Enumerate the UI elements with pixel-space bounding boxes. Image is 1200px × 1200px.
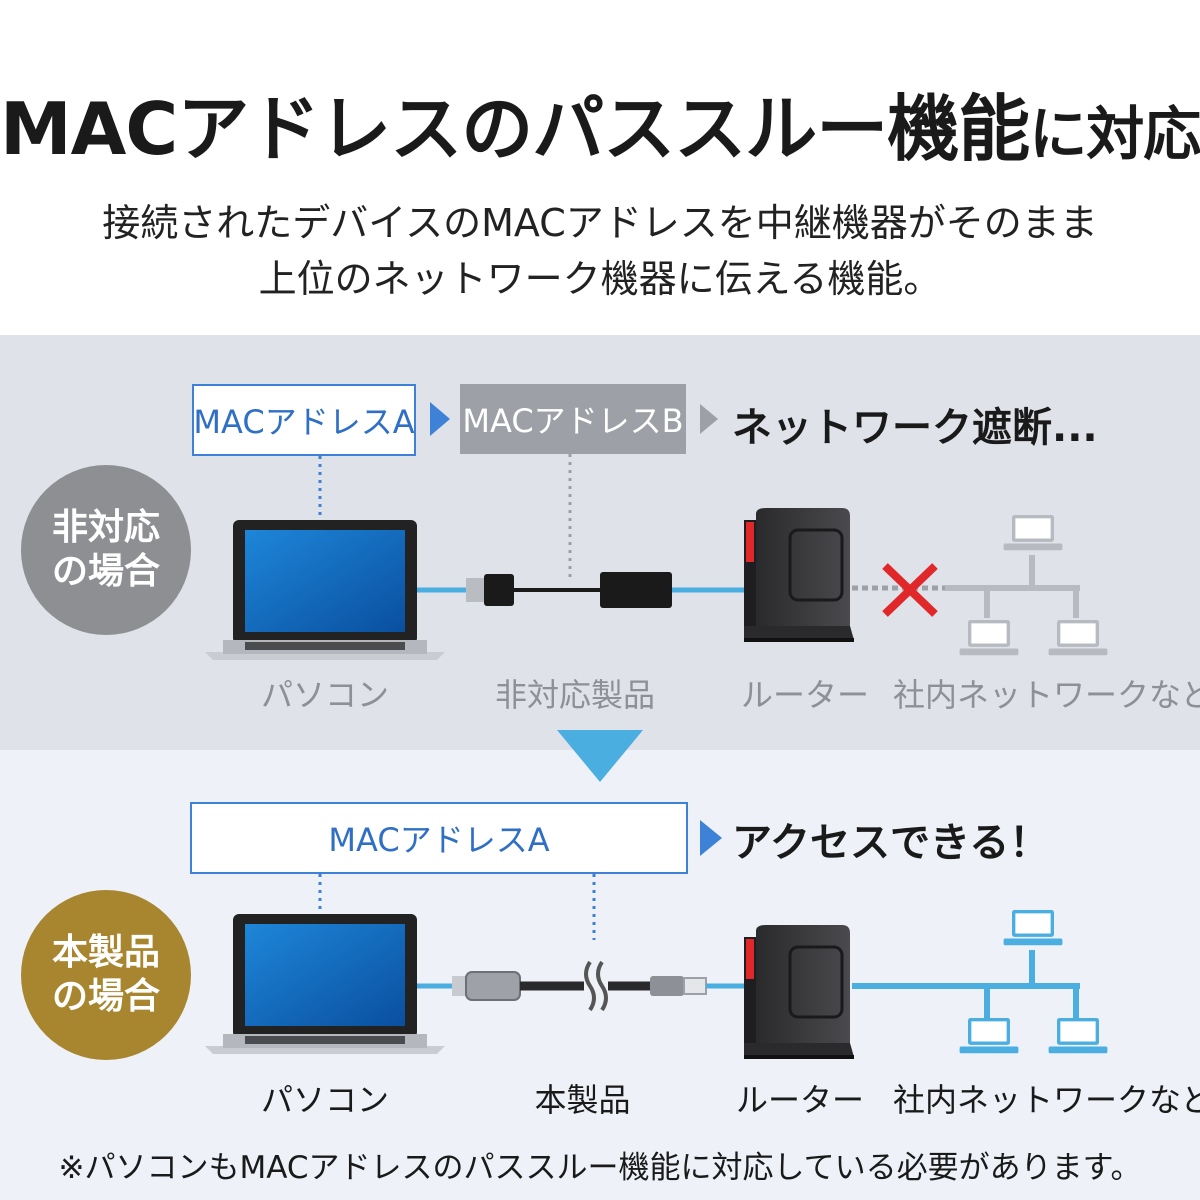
unsupported-result: ネットワーク遮断... [732,405,1098,451]
top-connector [484,574,514,606]
arrow-down-icon [557,730,643,782]
label-device-bottom: 本製品 [534,1081,631,1119]
supported-badge-line-1: 本製品 [51,932,160,973]
mac-address-shared-box: MACアドレスA [190,802,688,874]
router-icon [744,925,854,1061]
label-network-bottom: 社内ネットワークなど [893,1081,1200,1119]
bottom-lan-connector [650,976,684,996]
footnote: ※パソコンもMACアドレスのパススルー機能に対応している必要があります。 [58,1150,1142,1186]
bottom-connector [465,971,521,1001]
unsupported-badge-line-2: の場合 [51,551,160,592]
arrow-right-icon [700,820,722,856]
top-adapter [600,572,672,608]
label-pc-bottom: パソコン [260,1081,389,1119]
supported-result: アクセスできる！ [732,820,1050,866]
cable-break-mark [584,960,608,1012]
subtitle-line-1: 接続されたデバイスのMACアドレスを中継機器がそのまま [102,201,1098,245]
network-icon [945,515,1108,656]
title-suffix: に対応 [1029,100,1200,168]
bottom-usb-plug [452,976,468,996]
supported-badge-line-2: の場合 [51,976,160,1017]
laptop-icon [205,914,445,1054]
label-network-top: 社内ネットワークなど [893,676,1200,714]
subtitle-line-2: 上位のネットワーク機器に伝える機能。 [258,257,942,301]
unsupported-badge: 非対応 の場合 [21,465,191,635]
mac-address-device-box: MACアドレスB [460,384,686,454]
arrow-right-icon [700,404,718,434]
label-device-top: 非対応製品 [494,676,655,714]
title-main: MACアドレスのパススルー機能 [0,87,1030,171]
label-pc-top: パソコン [260,676,389,714]
laptop-icon [205,520,445,660]
label-router-bottom: ルーター [735,1081,864,1119]
bottom-lan-plug [683,977,707,995]
network-icon [852,910,1108,1054]
cross-icon [882,563,938,617]
label-router-top: ルーター [740,676,869,714]
router-icon [744,508,854,644]
top-usb-plug [466,578,484,602]
page-subtitle: 接続されたデバイスのMACアドレスを中継機器がそのまま 上位のネットワーク機器に… [0,195,1200,307]
arrow-right-icon [430,402,450,436]
supported-badge: 本製品 の場合 [21,890,191,1060]
page-title: MACアドレスのパススルー機能に対応 [0,70,1200,175]
unsupported-badge-line-1: 非対応 [51,507,160,548]
mac-address-pc-box: MACアドレスA [192,384,416,456]
